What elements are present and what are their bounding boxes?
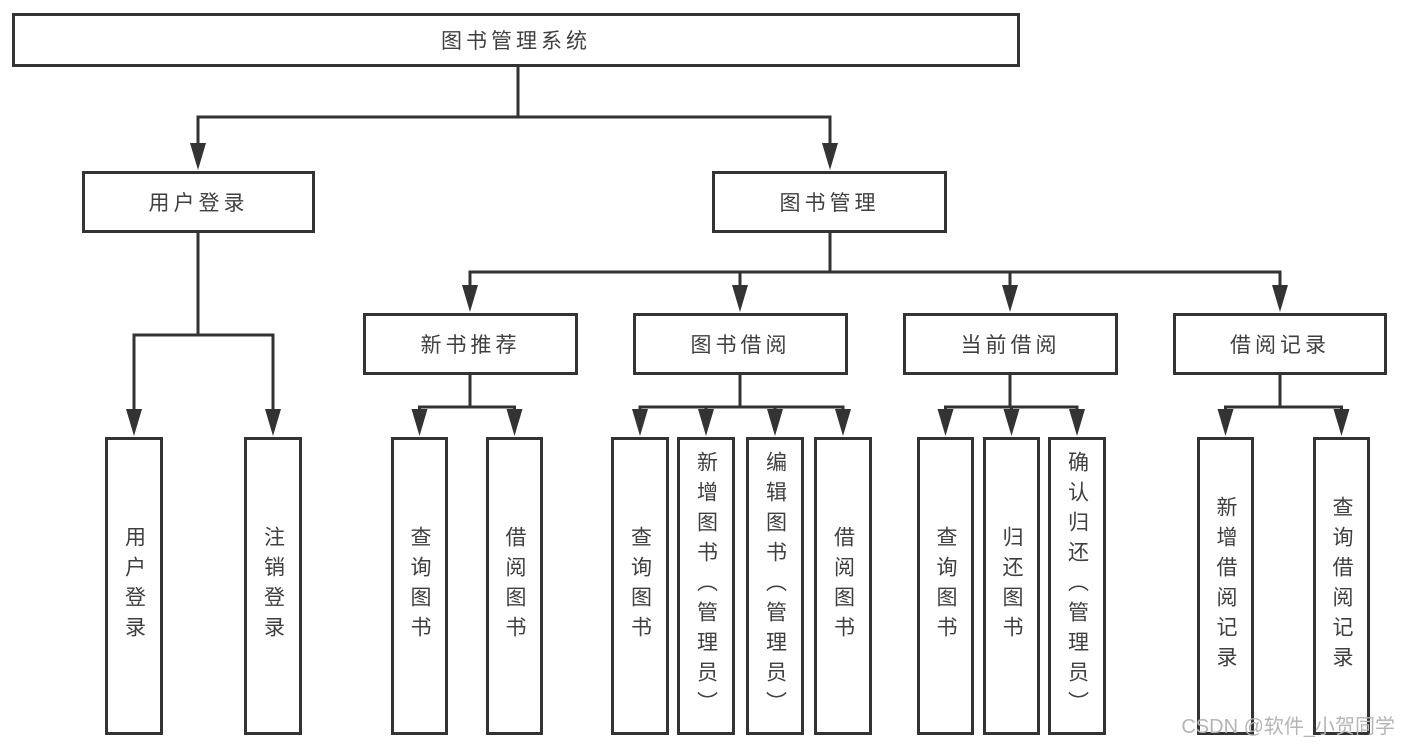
leaf-recommend-borrow-books: 借阅图书 <box>486 437 543 735</box>
leaf-borrow-edit-books-admin: 编辑图书（管理员） <box>746 437 804 735</box>
leaf-logout: 注销登录 <box>244 437 302 735</box>
node-book-borrow: 图书借阅 <box>633 313 848 375</box>
node-book-management: 图书管理 <box>712 171 947 233</box>
leaf-borrow-query-books-label: 查询图书 <box>628 526 652 646</box>
leaf-current-return-books-label: 归还图书 <box>1000 526 1023 646</box>
leaf-borrow-edit-books-admin-label: 编辑图书（管理员） <box>763 451 787 721</box>
leaf-current-confirm-return-admin: 确认归还（管理员） <box>1048 437 1106 735</box>
leaf-records-add-record-label: 新增借阅记录 <box>1214 496 1237 676</box>
csdn-watermark: CSDN @软件_小贺同学 <box>1181 716 1395 738</box>
leaf-recommend-borrow-books-label: 借阅图书 <box>503 526 526 646</box>
node-book-management-system: 图书管理系统 <box>12 13 1020 67</box>
leaf-current-query-books: 查询图书 <box>917 437 974 735</box>
node-borrow-records: 借阅记录 <box>1173 313 1387 375</box>
leaf-recommend-query-books: 查询图书 <box>391 437 448 735</box>
leaf-current-confirm-return-admin-label: 确认归还（管理员） <box>1065 451 1089 721</box>
leaf-records-query-record: 查询借阅记录 <box>1313 437 1370 735</box>
leaf-borrow-query-books: 查询图书 <box>611 437 669 735</box>
leaf-recommend-query-books-label: 查询图书 <box>408 526 431 646</box>
leaf-records-add-record: 新增借阅记录 <box>1197 437 1254 735</box>
leaf-user-login: 用户登录 <box>105 437 163 735</box>
leaf-logout-label: 注销登录 <box>261 526 285 646</box>
node-new-book-recommend: 新书推荐 <box>363 313 578 375</box>
leaf-borrow-borrow-books: 借阅图书 <box>814 437 872 735</box>
node-user-login: 用户登录 <box>82 171 315 233</box>
leaf-borrow-add-books-admin: 新增图书（管理员） <box>677 437 735 735</box>
leaf-borrow-borrow-books-label: 借阅图书 <box>831 526 855 646</box>
leaf-user-login-label: 用户登录 <box>122 526 146 646</box>
leaf-current-query-books-label: 查询图书 <box>934 526 957 646</box>
node-current-borrow: 当前借阅 <box>903 313 1118 375</box>
leaf-current-return-books: 归还图书 <box>983 437 1040 735</box>
leaf-borrow-add-books-admin-label: 新增图书（管理员） <box>694 451 718 721</box>
leaf-records-query-record-label: 查询借阅记录 <box>1330 496 1353 676</box>
